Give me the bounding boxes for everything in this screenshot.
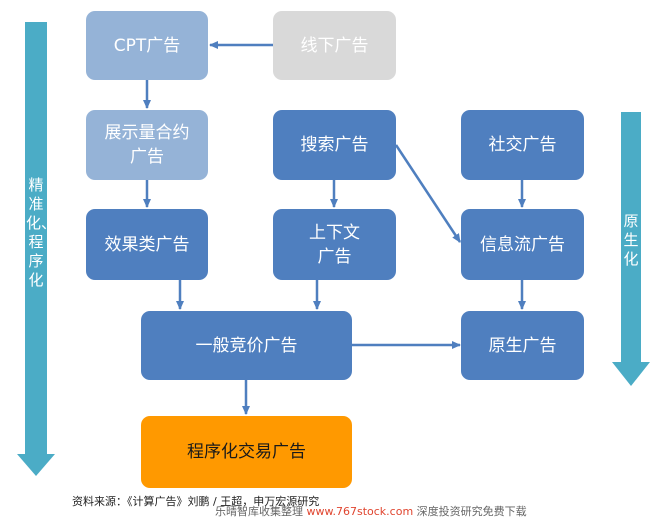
node-social: 社交广告 [461, 110, 584, 180]
watermark: 乐晴智库收集整理 www.767stock.com 深度投资研究免费下载 [215, 503, 527, 519]
node-performance: 效果类广告 [86, 209, 208, 280]
node-cpt: CPT广告 [86, 11, 208, 80]
node-bidding: 一般竞价广告 [141, 311, 352, 380]
source-caption: 资料来源：《计算广告》刘鹏 / 王超，申万宏源研究 [72, 495, 320, 508]
node-feed: 信息流广告 [461, 209, 584, 280]
node-programmatic: 程序化交易广告 [141, 416, 352, 488]
right-side-label: 原生化 [623, 212, 639, 268]
left-side-label: 精准化、程序化 [26, 176, 57, 289]
node-offline: 线下广告 [273, 11, 396, 80]
node-search: 搜索广告 [273, 110, 396, 180]
node-native: 原生广告 [461, 311, 584, 380]
left-side-arrow [17, 22, 55, 476]
node-contextual: 上下文 广告 [273, 209, 396, 280]
node-display-contract: 展示量合约 广告 [86, 110, 208, 180]
arrow-search-to-feed [394, 144, 462, 243]
right-side-arrow [612, 112, 650, 386]
